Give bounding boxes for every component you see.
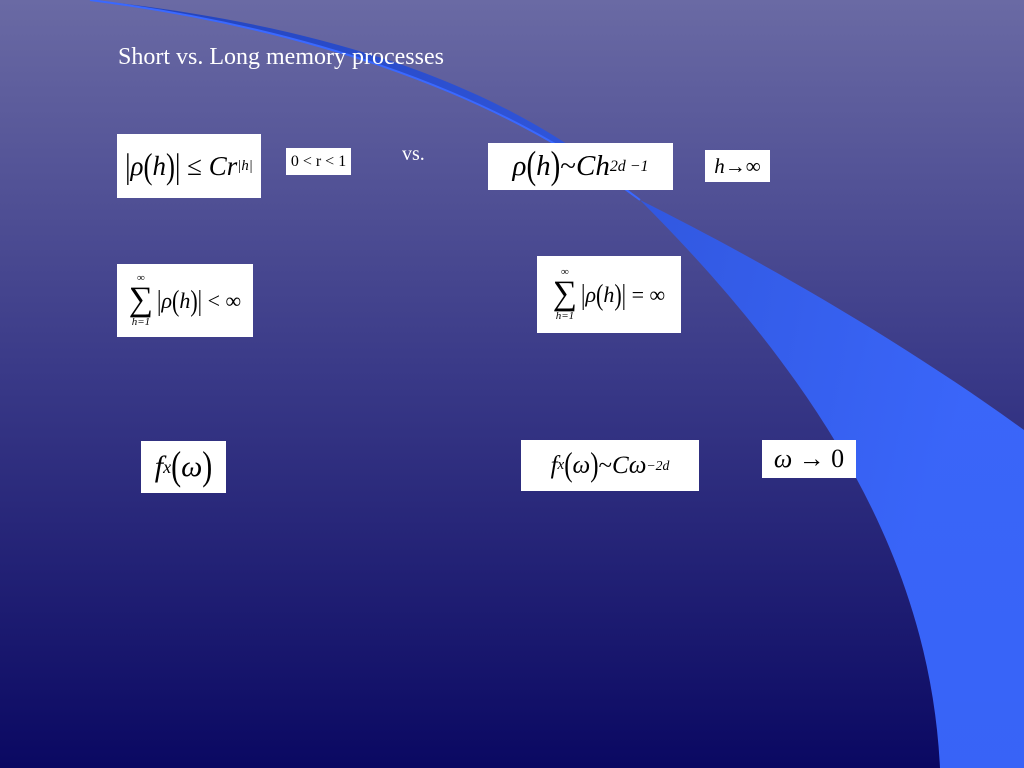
omega-symbol: ω: [773, 444, 793, 473]
paren-open: (: [526, 144, 537, 188]
infinity: ∞: [649, 281, 666, 307]
constant-c: C: [575, 150, 596, 182]
abs-bar-right: |: [175, 145, 181, 185]
base-omega: ω: [628, 451, 647, 479]
sum-lower: h=1: [555, 309, 575, 322]
rho-symbol: ρ: [161, 287, 173, 313]
lag-h: h: [152, 150, 167, 181]
paren-open: (: [143, 145, 153, 186]
tilde: ~: [598, 451, 613, 479]
infinity: ∞: [745, 153, 761, 178]
subscript-x: x: [557, 457, 565, 473]
ratio-r: r: [226, 150, 238, 181]
short-condition-formula: 0 < r < 1: [286, 148, 351, 175]
rho-symbol: ρ: [512, 150, 527, 182]
lag-h: h: [603, 281, 615, 307]
abs-bar-right: |: [197, 283, 203, 317]
spectral-f: f: [550, 451, 558, 479]
paren-close: ): [590, 446, 599, 484]
paren-close: ): [614, 276, 622, 311]
paren-close: ): [202, 444, 213, 489]
spectral-f: f: [154, 450, 164, 483]
sum-lower: h=1: [131, 315, 151, 328]
exponent: 2d −1: [609, 157, 649, 175]
condition-text: 0 < r < 1: [290, 152, 347, 170]
paren-open: (: [596, 276, 604, 311]
sum-operator: ∞∑h=1: [129, 273, 153, 327]
paren-open: (: [171, 444, 182, 489]
arrow: →: [724, 153, 746, 178]
paren-open: (: [172, 282, 180, 317]
exponent: |h|: [237, 157, 253, 174]
exponent: −2d: [646, 457, 670, 473]
lag-h: h: [536, 150, 551, 182]
abs-bar-right: |: [621, 277, 627, 311]
relation-eq: =: [631, 281, 644, 307]
omega-symbol: ω: [572, 451, 591, 479]
paren-close: ): [550, 144, 561, 188]
short-sum-formula: ∞∑h=1|ρ(h)| < ∞: [117, 264, 253, 337]
subscript-x: x: [163, 456, 172, 477]
lag-h: h: [714, 153, 725, 178]
tilde: ~: [560, 150, 576, 182]
sum-upper: ∞: [137, 272, 145, 285]
arrow: →: [798, 444, 825, 473]
abs-bar-left: |: [125, 145, 131, 185]
rho-symbol: ρ: [585, 281, 597, 307]
sigma-icon: ∑: [552, 275, 578, 313]
vs-label: vs.: [402, 143, 425, 165]
infinity: ∞: [225, 287, 242, 313]
relation-lt: <: [207, 287, 220, 313]
slide-title: Short vs. Long memory processes: [118, 44, 444, 70]
sum-operator: ∞∑h=1: [553, 267, 577, 321]
relation-le: ≤: [187, 150, 202, 181]
long-limit-formula: h→∞: [705, 150, 770, 182]
constant-c: C: [208, 150, 227, 181]
sigma-icon: ∑: [128, 281, 154, 319]
long-sum-formula: ∞∑h=1|ρ(h)| = ∞: [537, 256, 681, 333]
paren-close: ): [190, 282, 198, 317]
abs-bar-left: |: [157, 283, 162, 317]
sum-upper: ∞: [561, 266, 569, 279]
zero: 0: [831, 444, 845, 473]
rho-symbol: ρ: [130, 150, 144, 181]
paren-open: (: [564, 446, 573, 484]
abs-bar-left: |: [581, 277, 586, 311]
base-h: h: [595, 150, 610, 182]
long-omega-limit-formula: ω → 0: [762, 440, 856, 478]
paren-close: ): [166, 145, 175, 186]
constant-c: C: [612, 451, 629, 479]
omega-symbol: ω: [181, 450, 203, 483]
lag-h: h: [179, 287, 191, 313]
